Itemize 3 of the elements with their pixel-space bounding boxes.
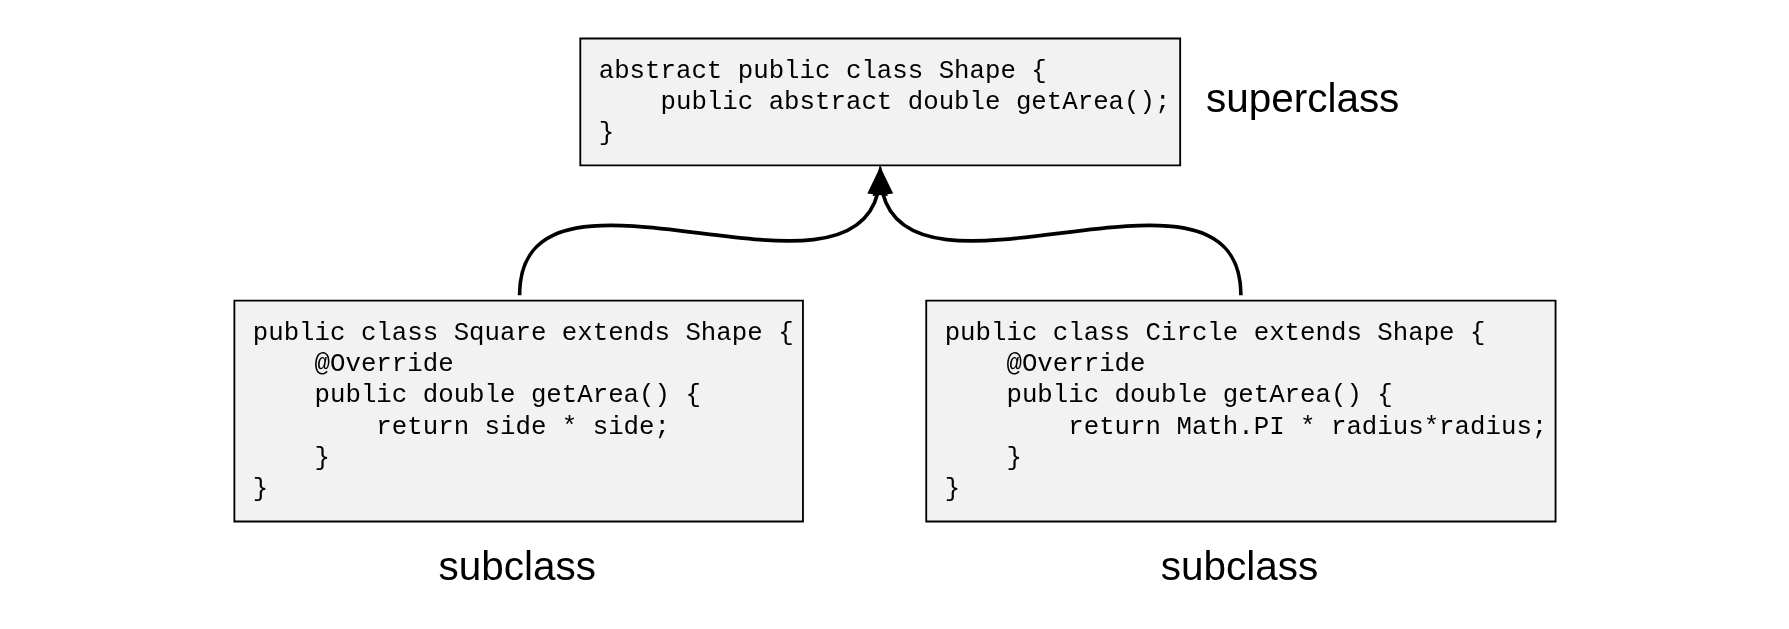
node-label: subclass xyxy=(438,542,597,589)
node-label: subclass xyxy=(1160,542,1319,589)
node-label: superclass xyxy=(1205,75,1400,122)
